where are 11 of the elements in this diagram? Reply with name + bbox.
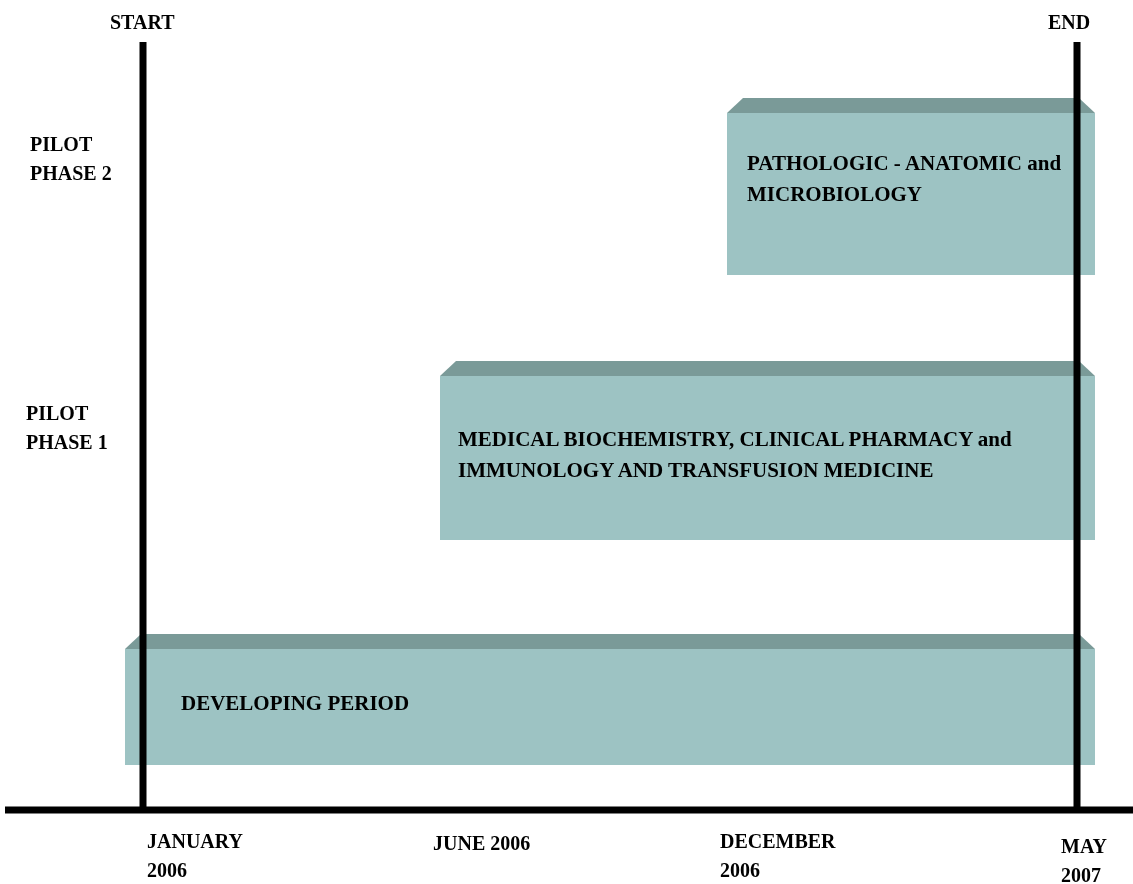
phase-row-label: PILOT PHASE 1 (26, 401, 109, 455)
date-label: JUNE 2006 (433, 831, 532, 856)
milestone-label: START (110, 10, 176, 35)
phase-label: MEDICAL BIOCHEMISTRY, CLINICAL PHARMACY and IMMUNOLOGY AND TRANSFUSION MEDICINE (458, 426, 1013, 484)
date-label: MAY 2007 (1061, 834, 1108, 884)
phase-label: DEVELOPING PERIOD (181, 690, 411, 717)
phase-label: PATHOLOGIC - ANATOMIC and MICROBIOLOGY (747, 150, 1063, 208)
date-label: JANUARY 2006 (147, 829, 244, 883)
date-label: DECEMBER 2006 (720, 829, 837, 883)
milestone-label: END (1048, 10, 1092, 35)
phase-row-label: PILOT PHASE 2 (30, 132, 113, 186)
